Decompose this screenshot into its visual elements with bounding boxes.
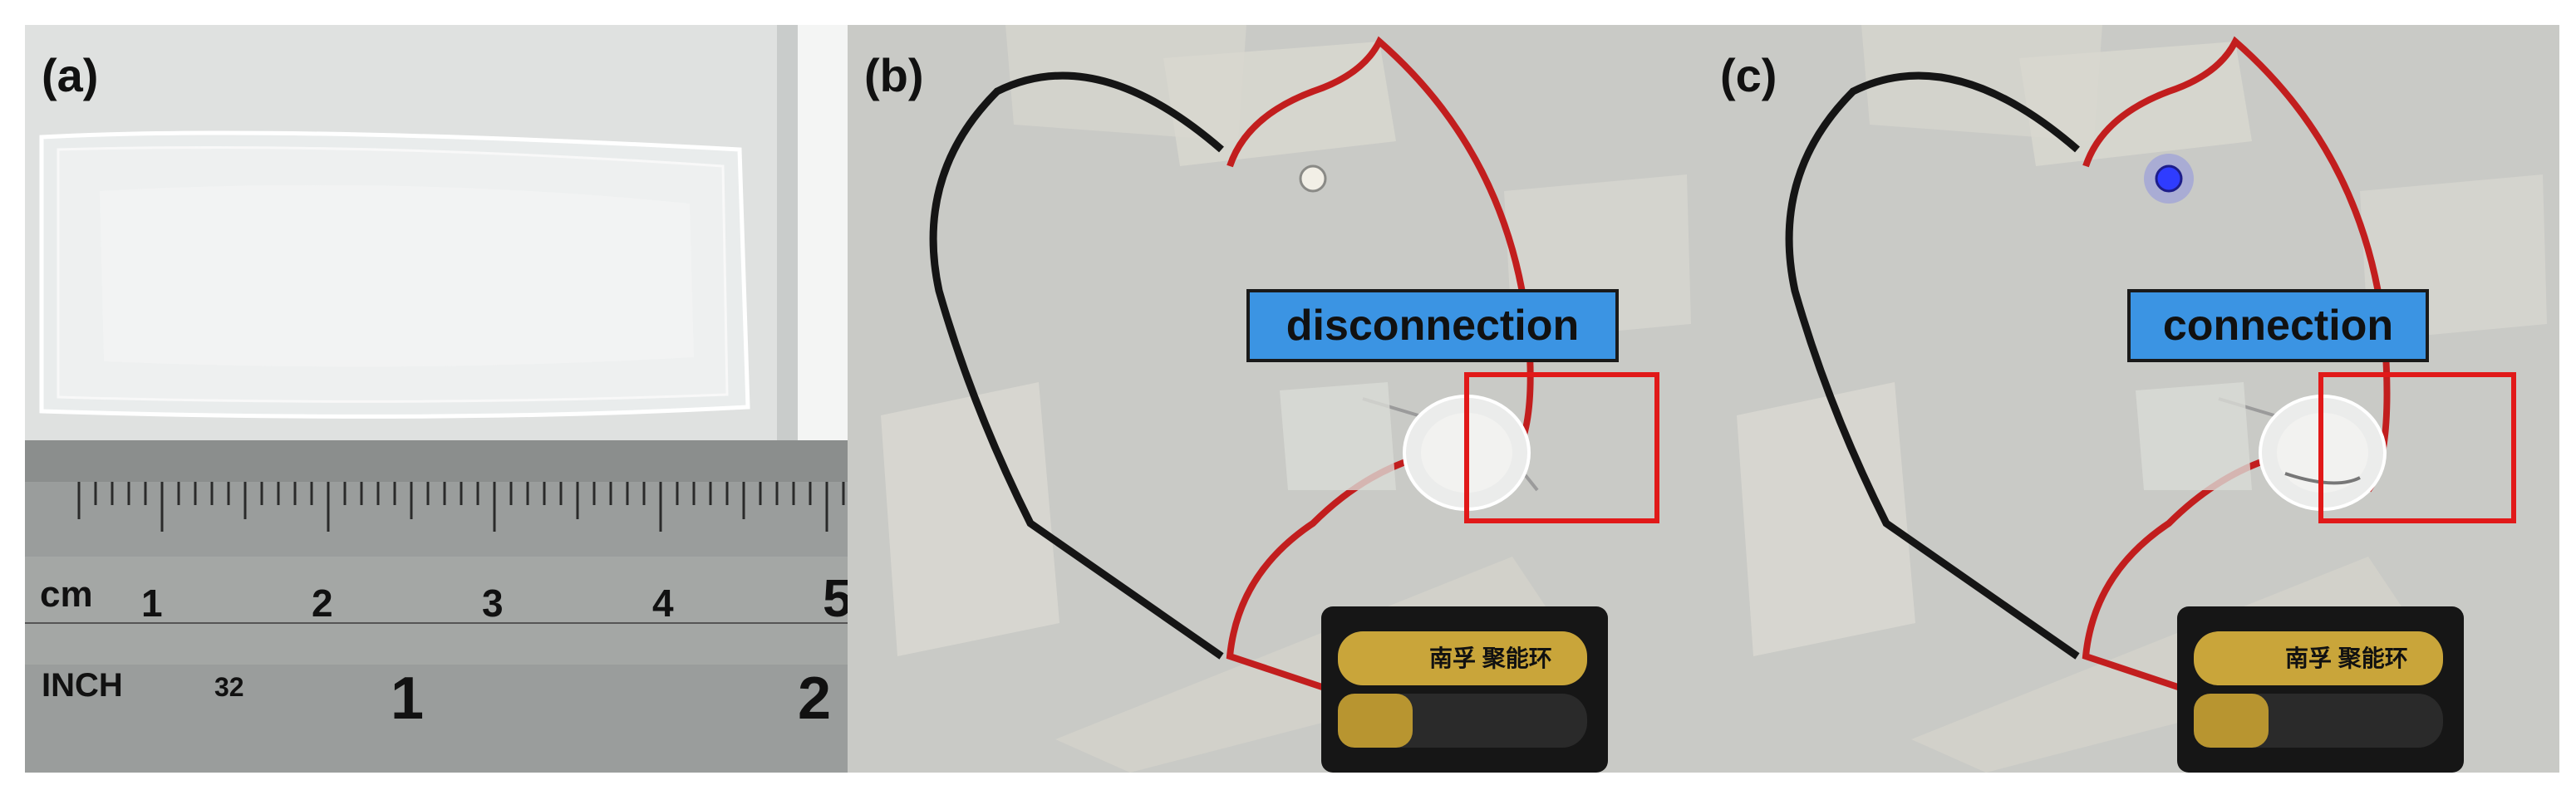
circuit-photo-graphic: 南孚 聚能环 [1703, 25, 2559, 773]
panel-a-photo: cm 1 2 3 4 5 INCH 32 1 2 (a) [25, 25, 848, 773]
panel-label: (a) [42, 49, 99, 101]
panel-b-photo: 南孚 聚能环 (b) disconnection [848, 25, 1703, 773]
panel-c-photo: 南孚 聚能环 (c) connection [1703, 25, 2559, 773]
hydrogel-sample [39, 130, 750, 419]
ruler-inch-small: 32 [214, 672, 244, 702]
panel-label: (b) [864, 49, 924, 101]
ruler-cm-number: 2 [312, 582, 333, 625]
ruler-cm-number: 4 [652, 582, 674, 625]
ruler-inch-number: 1 [391, 665, 424, 732]
led-lit [2155, 164, 2183, 193]
steel-ruler [25, 440, 848, 773]
ruler-unit-cm: cm [40, 574, 93, 615]
ruler-unit-inch: INCH [42, 667, 123, 704]
sample-highlight-box [1464, 372, 1659, 523]
connection-callout: connection [2127, 289, 2429, 362]
ruler-cm-number: 1 [141, 582, 163, 625]
battery-holder: 南孚 聚能环 [1321, 606, 1608, 773]
battery-brand: 南孚 聚能环 [1429, 645, 1552, 671]
battery-holder: 南孚 聚能环 [2177, 606, 2464, 773]
circuit-photo-graphic: 南孚 聚能环 [848, 25, 1703, 773]
battery-brand: 南孚 聚能环 [2285, 645, 2408, 671]
sample-photo-graphic: cm 1 2 3 4 5 INCH 32 1 2 [25, 25, 848, 773]
ruler-cm-number: 5 [823, 568, 848, 628]
panel-label: (c) [1720, 49, 1777, 101]
sample-highlight-box [2318, 372, 2516, 523]
ruler-inch-number: 2 [798, 665, 831, 732]
disconnection-callout: disconnection [1246, 289, 1619, 362]
led-off [1299, 164, 1327, 193]
ruler-cm-number: 3 [482, 582, 504, 625]
